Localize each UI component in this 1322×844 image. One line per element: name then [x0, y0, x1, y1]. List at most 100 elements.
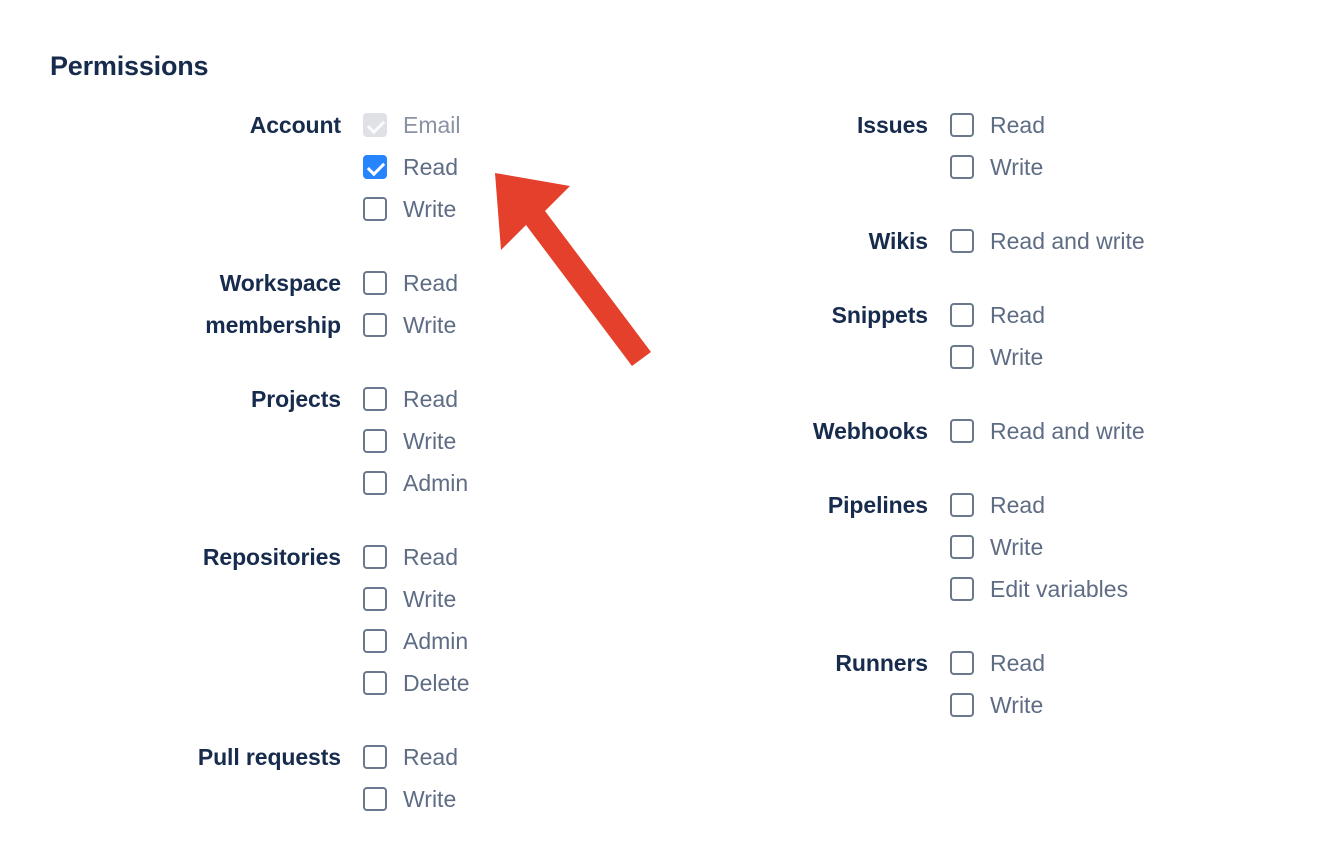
runners-read-label[interactable]: Read: [990, 650, 1045, 676]
pull-requests-write-checkbox[interactable]: [363, 787, 387, 811]
snippets-write-label[interactable]: Write: [990, 344, 1044, 370]
account-write-label[interactable]: Write: [403, 196, 457, 222]
checkmark-icon: [954, 538, 972, 556]
projects-write-label[interactable]: Write: [403, 428, 457, 454]
snippets-write-checkbox[interactable]: [950, 345, 974, 369]
webhooks-read-and-write-checkbox[interactable]: [950, 419, 974, 443]
projects-admin-label[interactable]: Admin: [403, 470, 469, 496]
option-row-pipelines-read[interactable]: Read: [950, 484, 1322, 526]
option-row-projects-admin[interactable]: Admin: [363, 462, 660, 504]
wikis-read-and-write-label[interactable]: Read and write: [990, 228, 1145, 254]
option-row-pipelines-write[interactable]: Write: [950, 526, 1322, 568]
checkmark-icon: [367, 548, 385, 566]
option-row-pipelines-edit-variables[interactable]: Edit variables: [950, 568, 1322, 610]
option-row-pull-requests-write[interactable]: Write: [363, 778, 660, 820]
workspace-membership-write-label[interactable]: Write: [403, 312, 457, 338]
wikis-read-and-write-checkbox[interactable]: [950, 229, 974, 253]
issues-read-checkbox[interactable]: [950, 113, 974, 137]
pipelines-edit-variables-checkbox[interactable]: [950, 577, 974, 601]
option-row-account-read[interactable]: Read: [363, 146, 660, 188]
option-row-repositories-delete[interactable]: Delete: [363, 662, 660, 704]
projects-read-label[interactable]: Read: [403, 386, 458, 412]
option-row-repositories-write[interactable]: Write: [363, 578, 660, 620]
snippets-read-label[interactable]: Read: [990, 302, 1045, 328]
option-list-wikis: Read and write: [950, 220, 1322, 262]
option-row-repositories-admin[interactable]: Admin: [363, 620, 660, 662]
option-row-pull-requests-read[interactable]: Read: [363, 736, 660, 778]
option-row-wikis-read-and-write[interactable]: Read and write: [950, 220, 1322, 262]
checkmark-icon: [366, 157, 386, 177]
projects-write-checkbox[interactable]: [363, 429, 387, 453]
option-row-runners-write[interactable]: Write: [950, 684, 1322, 726]
pipelines-edit-variables-label[interactable]: Edit variables: [990, 576, 1129, 602]
workspace-membership-write-checkbox[interactable]: [363, 313, 387, 337]
repositories-read-checkbox[interactable]: [363, 545, 387, 569]
workspace-membership-read-checkbox[interactable]: [363, 271, 387, 295]
repositories-admin-label[interactable]: Admin: [403, 628, 469, 654]
option-row-runners-read[interactable]: Read: [950, 642, 1322, 684]
option-row-snippets-read[interactable]: Read: [950, 294, 1322, 336]
runners-write-checkbox[interactable]: [950, 693, 974, 717]
checkmark-icon: [367, 274, 385, 292]
option-row-webhooks-read-and-write[interactable]: Read and write: [950, 410, 1322, 452]
pipelines-read-label[interactable]: Read: [990, 492, 1045, 518]
pipelines-write-label[interactable]: Write: [990, 534, 1044, 560]
snippets-read-checkbox[interactable]: [950, 303, 974, 327]
option-row-account-write[interactable]: Write: [363, 188, 660, 230]
repositories-delete-label[interactable]: Delete: [403, 670, 470, 696]
checkmark-icon: [367, 390, 385, 408]
repositories-read-label[interactable]: Read: [403, 544, 458, 570]
issues-write-checkbox[interactable]: [950, 155, 974, 179]
checkmark-icon: [367, 474, 385, 492]
account-write-checkbox[interactable]: [363, 197, 387, 221]
option-row-workspace-membership-write[interactable]: Write: [363, 304, 660, 346]
option-row-account-email[interactable]: Email: [363, 104, 660, 146]
account-read-checkbox[interactable]: [363, 155, 387, 179]
pull-requests-write-label[interactable]: Write: [403, 786, 457, 812]
group-label-webhooks: Webhooks: [812, 418, 928, 444]
projects-admin-checkbox[interactable]: [363, 471, 387, 495]
issues-write-label[interactable]: Write: [990, 154, 1044, 180]
workspace-membership-read-label[interactable]: Read: [403, 270, 458, 296]
checkmark-icon: [367, 790, 385, 808]
projects-read-checkbox[interactable]: [363, 387, 387, 411]
pipelines-read-checkbox[interactable]: [950, 493, 974, 517]
issues-read-label[interactable]: Read: [990, 112, 1045, 138]
pull-requests-read-checkbox[interactable]: [363, 745, 387, 769]
option-row-repositories-read[interactable]: Read: [363, 536, 660, 578]
group-label-account: Account: [249, 112, 341, 138]
webhooks-read-and-write-label[interactable]: Read and write: [990, 418, 1145, 444]
option-row-issues-read[interactable]: Read: [950, 104, 1322, 146]
runners-write-label[interactable]: Write: [990, 692, 1044, 718]
pipelines-write-checkbox[interactable]: [950, 535, 974, 559]
group-label-issues: Issues: [856, 112, 928, 138]
checkmark-icon: [954, 232, 972, 250]
repositories-write-label[interactable]: Write: [403, 586, 457, 612]
repositories-write-checkbox[interactable]: [363, 587, 387, 611]
option-row-issues-write[interactable]: Write: [950, 146, 1322, 188]
checkmark-icon: [954, 348, 972, 366]
pull-requests-read-label[interactable]: Read: [403, 744, 458, 770]
option-row-projects-write[interactable]: Write: [363, 420, 660, 462]
checkmark-icon: [954, 116, 972, 134]
runners-read-checkbox[interactable]: [950, 651, 974, 675]
option-row-projects-read[interactable]: Read: [363, 378, 660, 420]
option-row-snippets-write[interactable]: Write: [950, 336, 1322, 378]
account-read-label[interactable]: Read: [403, 154, 458, 180]
page-title: Permissions: [50, 51, 209, 81]
checkmark-icon: [954, 580, 972, 598]
option-row-workspace-membership-read[interactable]: Read: [363, 262, 660, 304]
repositories-admin-checkbox[interactable]: [363, 629, 387, 653]
repositories-delete-checkbox[interactable]: [363, 671, 387, 695]
